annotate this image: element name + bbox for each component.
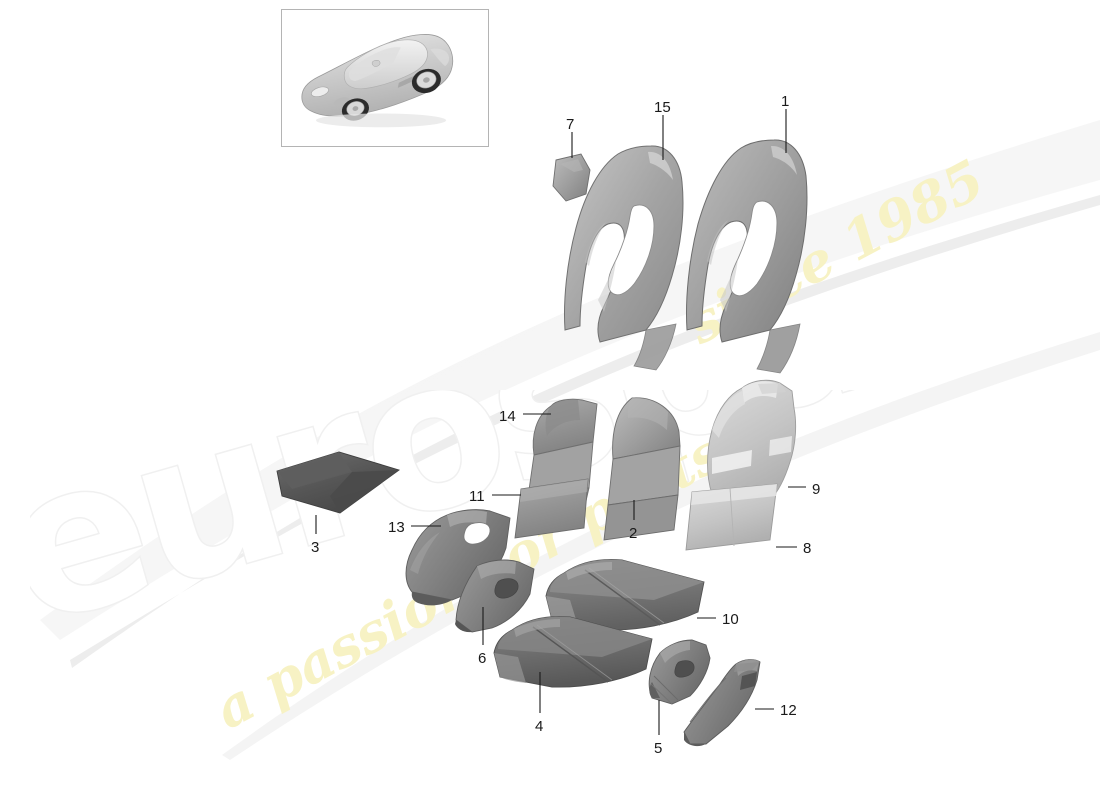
callout-label-14[interactable]: 14 — [499, 408, 516, 425]
part-3-seat-base-panel-flat — [276, 451, 400, 514]
callout-label-5[interactable]: 5 — [654, 740, 663, 757]
part-10-seat-cushion-upper — [545, 559, 705, 631]
callout-label-4[interactable]: 4 — [535, 718, 544, 735]
callout-label-9[interactable]: 9 — [812, 481, 821, 498]
callout-label-1[interactable]: 1 — [781, 93, 790, 110]
callout-label-2[interactable]: 2 — [629, 525, 638, 542]
part-14-backrest-panel-upper — [523, 398, 598, 518]
vehicle-thumbnail-image — [301, 34, 454, 128]
brand-wordmark-watermark: eurospares — [30, 390, 1100, 674]
vehicle-thumbnail — [281, 9, 489, 147]
part-13-side-bolster-bracket-left — [405, 509, 511, 606]
tagline-right-text: since 1985 — [675, 147, 994, 357]
part-15-backrest-foam-shell-left — [563, 145, 684, 371]
part-8-backrest-trim-panel — [685, 483, 778, 551]
part-11-backrest-panel-lower — [514, 478, 589, 539]
callout-label-11[interactable]: 11 — [469, 488, 485, 505]
callout-label-12[interactable]: 12 — [780, 702, 797, 719]
callout-label-10[interactable]: 10 — [722, 611, 739, 628]
part-1-backrest-foam-shell-right — [685, 139, 808, 374]
callout-label-3[interactable]: 3 — [311, 539, 320, 556]
callout-label-6[interactable]: 6 — [478, 650, 487, 667]
callout-label-7[interactable]: 7 — [566, 116, 575, 133]
tagline-left-text: a passion for parts — [204, 420, 733, 742]
part-12-side-trim-rail-right — [683, 659, 761, 747]
part-7-headrest-pad-small — [552, 153, 591, 202]
callout-label-13[interactable]: 13 — [388, 519, 405, 536]
callout-label-8[interactable]: 8 — [803, 540, 812, 557]
part-9-backrest-cover-shell — [707, 379, 797, 524]
brand-wordmark-text: eurospares — [30, 390, 1100, 672]
part-4-seat-cushion-lower — [493, 616, 653, 688]
part-2-backrest-cushion-center — [603, 397, 681, 541]
part-6-side-bolster-wedge — [455, 559, 535, 633]
callout-label-15[interactable]: 15 — [654, 99, 671, 116]
part-5-side-trim-rail-left — [648, 639, 711, 705]
